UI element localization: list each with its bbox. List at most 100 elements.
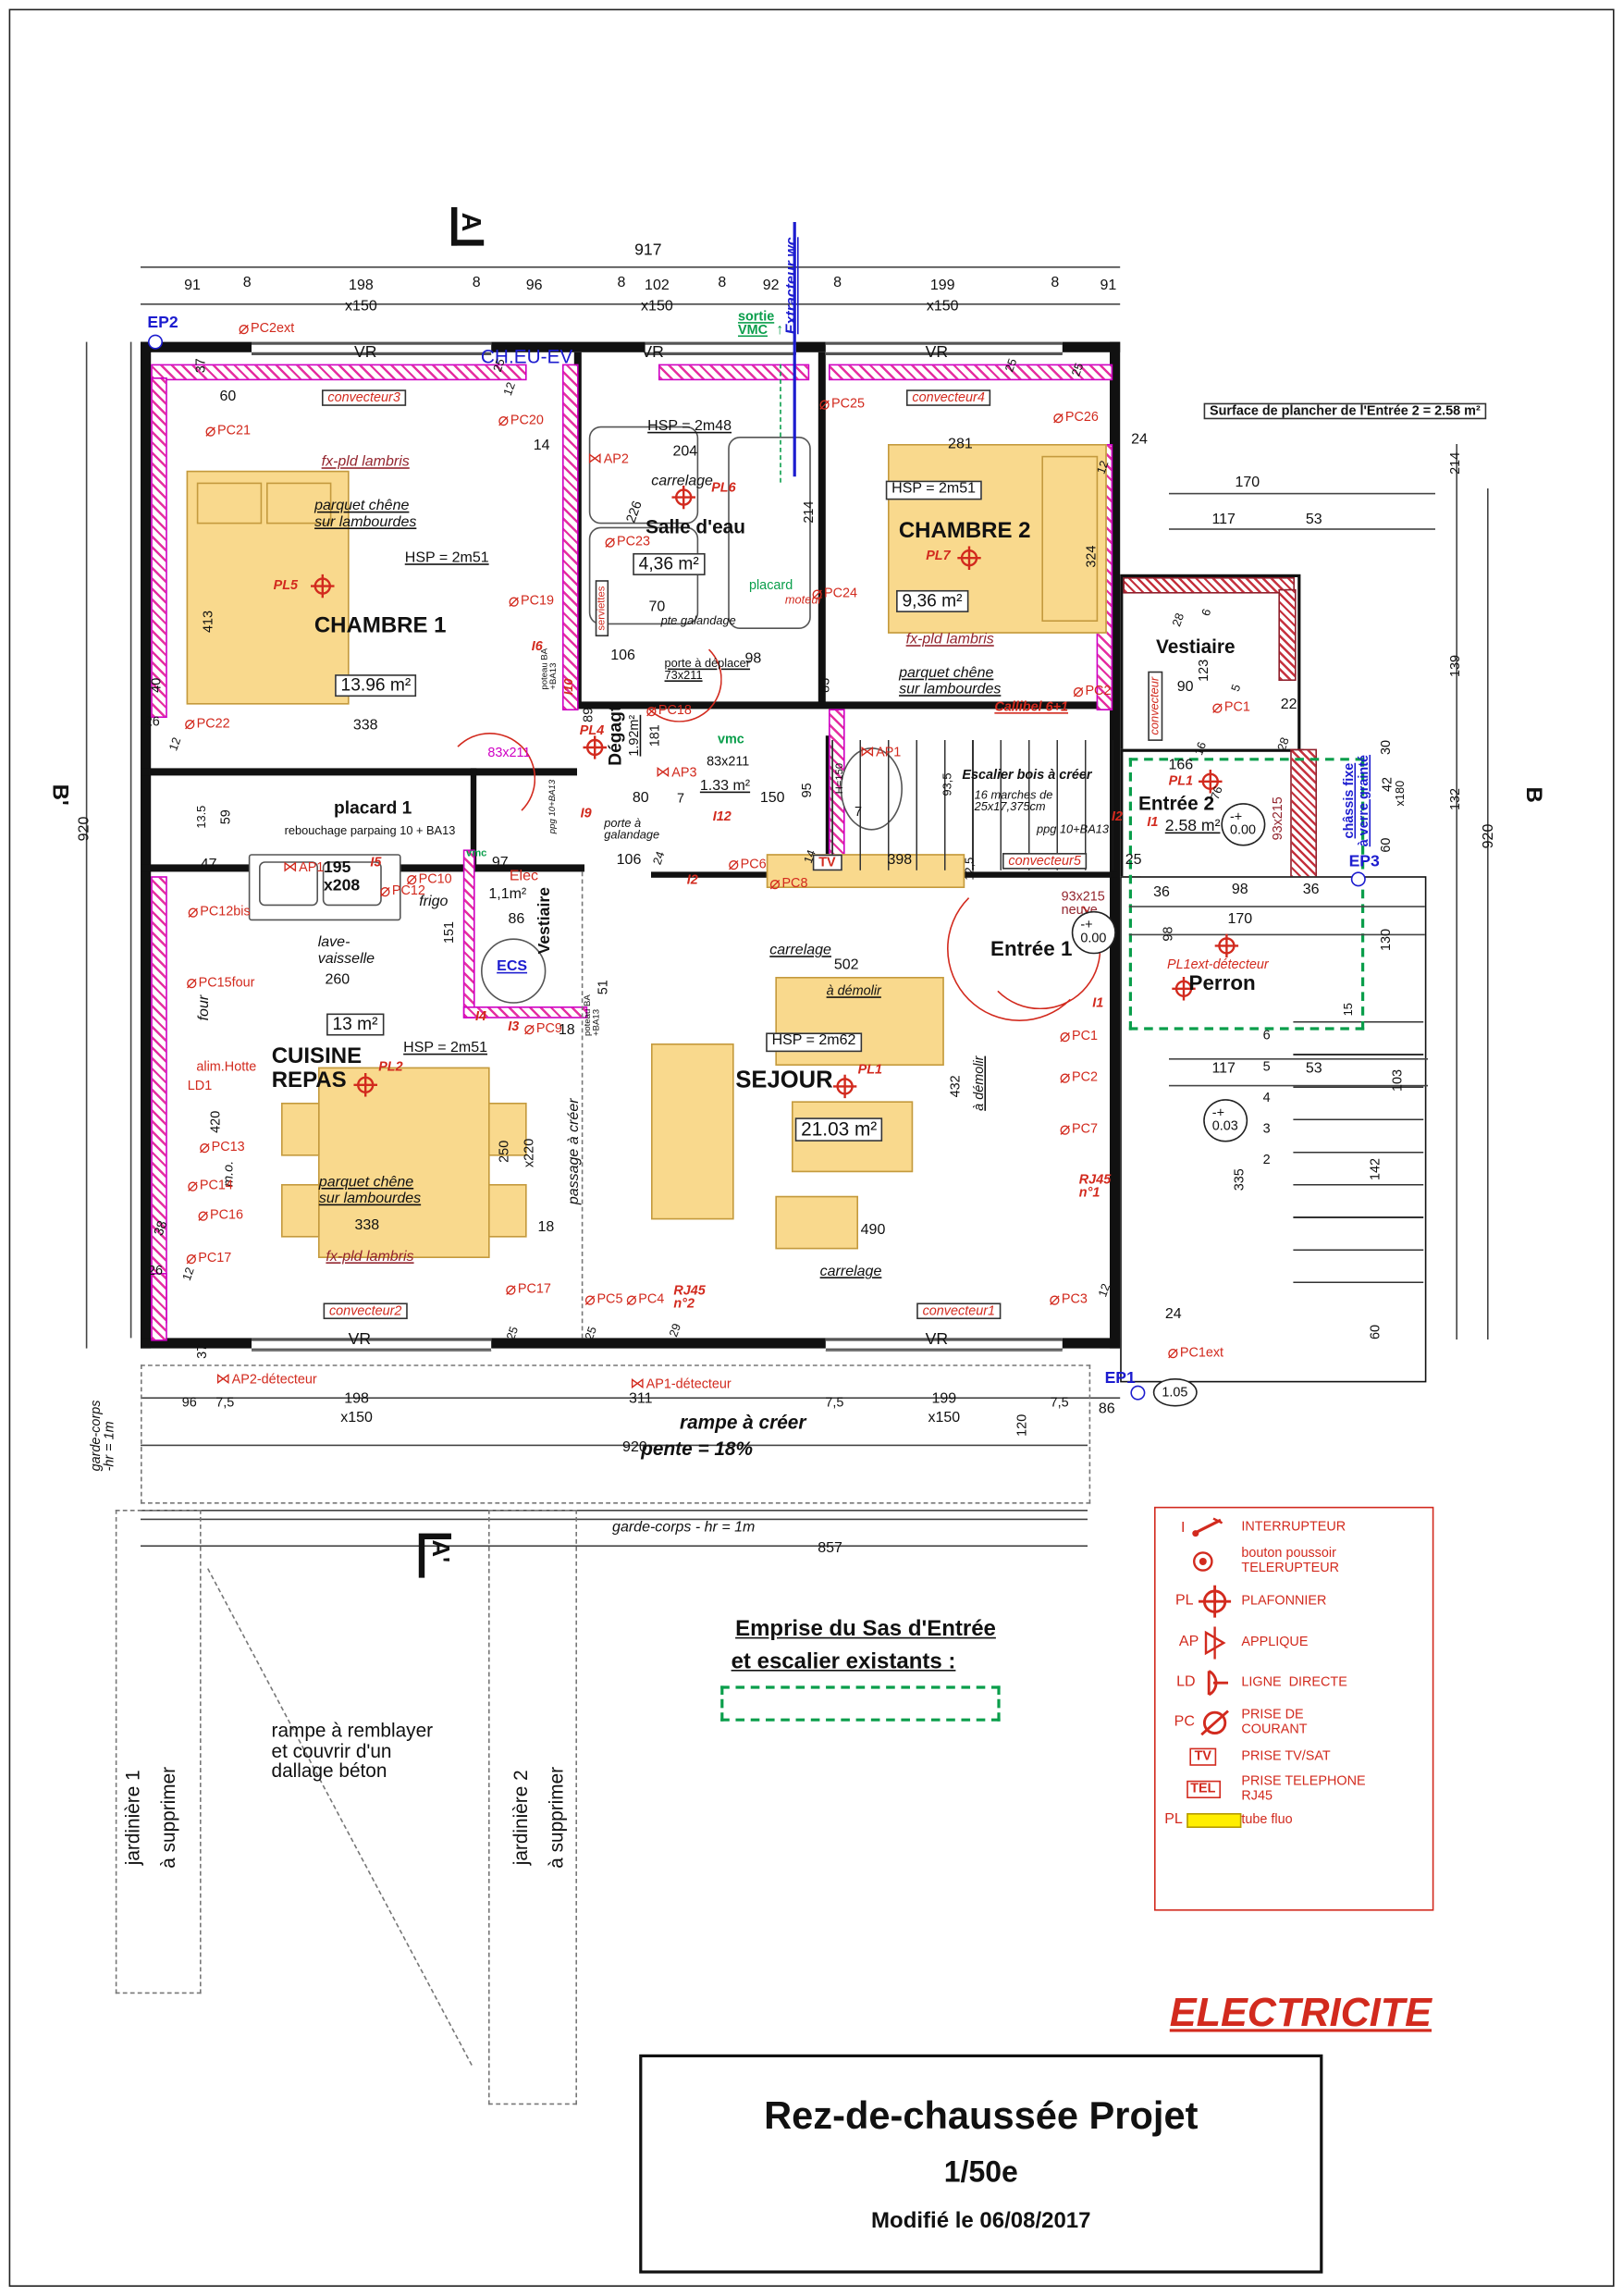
label-dim: 214 bbox=[801, 500, 817, 524]
label-vmc-corridor: vmc bbox=[717, 731, 744, 747]
label-dim: 97 bbox=[491, 855, 509, 871]
window-strip bbox=[252, 1338, 492, 1352]
dimension-line bbox=[141, 1397, 1121, 1399]
label-hsp-cuisine: HSP = 2m51 bbox=[403, 1040, 488, 1056]
label-dim: 95 bbox=[799, 783, 815, 798]
label-dim: 14 bbox=[533, 438, 550, 454]
label-dim: 281 bbox=[948, 436, 973, 453]
label-dim: 25 bbox=[1069, 361, 1087, 378]
label-pc14: PC14 bbox=[188, 1176, 233, 1194]
label-ch-eu-ev: CH.EU-EV bbox=[480, 345, 573, 368]
legend-label: tube fluo bbox=[1241, 1811, 1293, 1827]
label-vestiaire-cuisine: Vestiaire bbox=[535, 886, 554, 955]
label-dim: 98 bbox=[1231, 882, 1248, 898]
label-dim: 250 bbox=[496, 1140, 511, 1163]
label-dim: 7 bbox=[676, 790, 685, 806]
label-dim: 413 bbox=[200, 610, 215, 634]
wall-segment bbox=[573, 701, 1117, 710]
label-garde-corps-1: garde-corps - hr = 1m bbox=[612, 1519, 756, 1537]
label-ep2: EP2 bbox=[147, 314, 178, 332]
furniture-block bbox=[775, 1195, 858, 1250]
legend-label: bouton poussoir TELERUPTEUR bbox=[1241, 1545, 1340, 1575]
label-porte-galandage: porte à galandage bbox=[604, 816, 660, 843]
wall-segment bbox=[141, 1338, 1121, 1349]
interrupteur-icon: I bbox=[1164, 1517, 1241, 1537]
label-emprise-1: Emprise du Sas d'Entrée bbox=[735, 1616, 996, 1642]
label-dim: 18 bbox=[558, 1022, 575, 1039]
label-chassis: châssis fixe bbox=[1341, 762, 1357, 839]
label-garde-corps-2: garde-corps -hr = 1m bbox=[88, 1400, 117, 1472]
label-poteau-ba: poteau BA +BA13 bbox=[541, 648, 559, 690]
label-i12: I12 bbox=[712, 809, 732, 824]
label-ap1-corridor: AP1 bbox=[860, 745, 901, 761]
label-sejour: SEJOUR bbox=[735, 1068, 833, 1093]
label-jardiniere2b: à supprimer bbox=[545, 1766, 568, 1869]
furniture-block bbox=[196, 482, 263, 525]
label-pl6: PL6 bbox=[711, 479, 736, 495]
label-carrelage-sde: carrelage bbox=[651, 473, 713, 490]
plafonnier-icon bbox=[311, 574, 335, 599]
label-dim: 86 bbox=[1098, 1401, 1115, 1418]
label-level-e1: -+ 0.00 bbox=[1071, 910, 1116, 955]
fixture-outline bbox=[588, 426, 699, 525]
label-dim: 90 bbox=[1176, 679, 1194, 696]
wall-hatch bbox=[1123, 577, 1295, 594]
label-pc1-sejour: PC1 bbox=[1060, 1027, 1098, 1045]
label-dim: 13.5 bbox=[194, 805, 209, 829]
label-dim: 170 bbox=[1227, 911, 1253, 928]
label-dim: 25 bbox=[490, 356, 508, 374]
dimension-line bbox=[1487, 488, 1489, 1339]
wall-segment bbox=[818, 352, 826, 708]
label-ap2: AP2 bbox=[587, 451, 629, 468]
label-pl1ext: PL1ext-détecteur bbox=[1166, 957, 1269, 972]
label-ppg-2: ppg 10+BA13 bbox=[1037, 822, 1109, 836]
wall-segment bbox=[1120, 748, 1304, 883]
wall-segment bbox=[418, 1539, 425, 1578]
label-dim: 26 bbox=[147, 1263, 164, 1278]
label-i5: I5 bbox=[370, 854, 382, 870]
label-dim: 420 bbox=[207, 1110, 223, 1133]
label-step: 5 bbox=[1262, 1058, 1271, 1074]
wall-hatch bbox=[151, 1273, 167, 1341]
label-pc26: PC26 bbox=[1053, 408, 1099, 426]
label-sortie-vmc: sortie VMC bbox=[737, 308, 775, 338]
label-entree2: Entrée 2 bbox=[1137, 792, 1215, 815]
label-passage-creer: passage à créer bbox=[566, 1098, 583, 1205]
tube-fluo-icon: PL bbox=[1164, 1812, 1242, 1829]
prise-tel-icon: TEL bbox=[1164, 1780, 1241, 1798]
wall-segment bbox=[720, 1685, 1001, 1722]
label-escalier-desc: 16 marches de 25x17,375cm bbox=[974, 788, 1053, 814]
label-dim: 36 bbox=[1153, 884, 1170, 901]
label-i2-corridor: I2 bbox=[686, 871, 698, 887]
label-tv-socket: TV bbox=[812, 854, 842, 871]
label-chambre2: CHAMBRE 2 bbox=[898, 518, 1031, 544]
plafonnier-icon bbox=[353, 1073, 377, 1097]
label-dim: 7,5 bbox=[215, 1394, 235, 1410]
label-dim: 8 bbox=[472, 275, 481, 291]
label-pl1-e2: PL1 bbox=[1168, 772, 1194, 788]
dimension-line bbox=[141, 1510, 1088, 1512]
label-porte-deplacer: porte à déplacer 73x211 bbox=[664, 656, 751, 683]
wall-hatch bbox=[151, 377, 167, 718]
label-dim: 7 bbox=[854, 804, 863, 820]
label-hsp-sejour: HSP = 2m62 bbox=[766, 1032, 862, 1052]
label-dim: 170 bbox=[1235, 475, 1260, 491]
furniture-block bbox=[488, 1184, 527, 1238]
label-dim-917: 917 bbox=[634, 241, 662, 260]
label-pl7: PL7 bbox=[926, 548, 951, 563]
label-sink-dims: 195 x208 bbox=[324, 858, 361, 895]
label-pc16: PC16 bbox=[198, 1205, 243, 1224]
label-dim: 15 bbox=[1341, 1003, 1356, 1017]
label-ap3: AP3 bbox=[656, 765, 696, 782]
fixture-outline bbox=[322, 861, 382, 907]
label-dim: x180 bbox=[1393, 780, 1408, 807]
sheet-modified: Modifié le 06/08/2017 bbox=[871, 2208, 1091, 2234]
label-dim: 204 bbox=[672, 443, 698, 461]
label-i9: I9 bbox=[580, 805, 592, 821]
applique-icon: AP bbox=[1164, 1626, 1241, 1660]
label-parquet-1: parquet chêne sur lambourdes bbox=[314, 498, 417, 530]
label-dim: 260 bbox=[325, 971, 350, 989]
wall-hatch bbox=[658, 364, 810, 381]
